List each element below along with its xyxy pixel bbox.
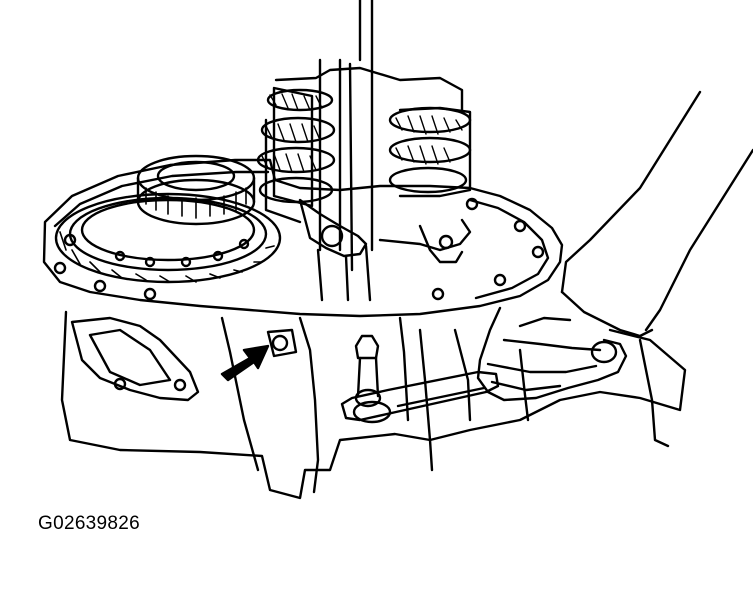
plug-bolt — [266, 328, 298, 358]
figure-code: G02639826 — [38, 513, 141, 534]
socket-wrench — [340, 334, 500, 424]
ring-gear — [54, 192, 282, 284]
transaxle-case — [42, 158, 687, 500]
differential-case — [136, 154, 256, 226]
arrow-icon — [220, 344, 270, 382]
technician-hand — [476, 90, 753, 402]
gear-shaft-assembly — [256, 0, 472, 302]
